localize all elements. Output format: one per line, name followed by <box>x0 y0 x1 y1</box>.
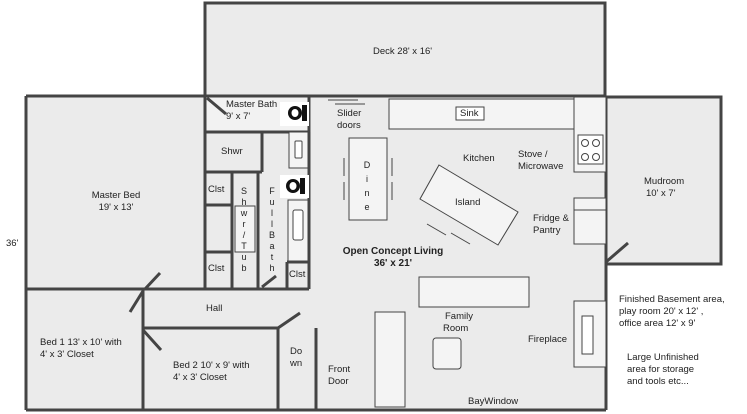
slider-doors-line2: doors <box>337 120 361 131</box>
sink-label-box <box>455 106 485 121</box>
unfinished-note-line2: area for storage <box>627 364 695 375</box>
mudroom-floor <box>606 97 721 264</box>
closet-label-2: Clst <box>208 263 225 274</box>
fridge-pantry <box>573 197 607 245</box>
cooktop <box>577 134 604 165</box>
mudroom-label: Mudroom <box>644 176 685 187</box>
deck-area <box>203 1 607 98</box>
master-bed-dims: 19' x 13' <box>98 202 134 213</box>
kitchen-label: Kitchen <box>463 153 495 164</box>
deck-label: Deck 28' x 16' <box>373 46 433 57</box>
basement-note-line2: play room 20' x 12' , <box>619 306 704 317</box>
family-room-line1: Family <box>445 311 473 322</box>
shower-tub-label: S h w r / T u b <box>240 186 248 273</box>
dimension-36-label: 36' <box>6 238 19 249</box>
fridge-label-line1: Fridge & <box>533 213 569 224</box>
basement-note-line1: Finished Basement area, <box>619 294 725 305</box>
bed2-label-line1: Bed 2 10' x 9' with <box>173 360 250 371</box>
family-room-line2: Room <box>443 323 469 334</box>
fireplace-box <box>581 315 594 355</box>
fixtures <box>234 96 607 408</box>
coffee-table <box>432 337 462 370</box>
closet-label-1: Clst <box>208 184 225 195</box>
shower-label: Shwr <box>221 146 243 157</box>
open-living-label: Open Concept Living <box>342 246 444 257</box>
front-door-line2: Door <box>328 376 349 387</box>
toilet-icons <box>280 102 309 198</box>
master-bath-sink-basin <box>294 140 303 159</box>
stairs-down-line2: wn <box>290 358 303 369</box>
bed2-label-line2: 4' x 3' Closet <box>173 372 227 383</box>
unfinished-note-line1: Large Unfinished <box>627 352 699 363</box>
slider-door-marks <box>328 99 365 105</box>
kitchen-island <box>419 164 519 246</box>
bay-window-label: BayWindow <box>468 396 519 407</box>
stairs-down-line1: Do <box>290 346 303 357</box>
master-bed-label: Master Bed <box>91 190 141 201</box>
family-room-sofa <box>418 276 530 308</box>
slider-doors-line1: Slider <box>337 108 362 119</box>
closet-label-3: Clst <box>289 269 306 280</box>
tub <box>234 205 256 253</box>
fridge-label-line2: Pantry <box>533 225 561 236</box>
stove-label-line2: Microwave <box>518 161 564 172</box>
bed1-label-line2: 4' x 3' Closet <box>40 349 94 360</box>
dining-table <box>348 137 388 221</box>
basement-note-line3: office area 12' x 9' <box>619 318 696 329</box>
fireplace-label: Fireplace <box>528 334 568 345</box>
open-living-dims: 36' x 21' <box>373 258 413 269</box>
full-bath-sink-basin <box>292 209 304 241</box>
sink-label: Sink <box>460 108 479 119</box>
mudroom-dims: 10' x 7' <box>646 188 676 199</box>
stove-label-line1: Stove / <box>518 149 548 160</box>
master-bath-label: Master Bath <box>226 99 278 110</box>
door-swings <box>128 96 629 352</box>
bed1-label-line1: Bed 1 13' x 10' with <box>40 337 122 348</box>
dine-label: D i n e <box>363 160 371 212</box>
full-bath-label: F u l l B a t h <box>268 186 275 273</box>
front-door-line1: Front <box>328 364 351 375</box>
master-bath-dims: 9' x 7' <box>226 111 251 122</box>
island-label: Island <box>455 197 481 208</box>
unfinished-note-line3: and tools etc... <box>627 376 689 387</box>
hall-label: Hall <box>206 303 223 314</box>
family-room-long-sofa <box>374 311 406 408</box>
